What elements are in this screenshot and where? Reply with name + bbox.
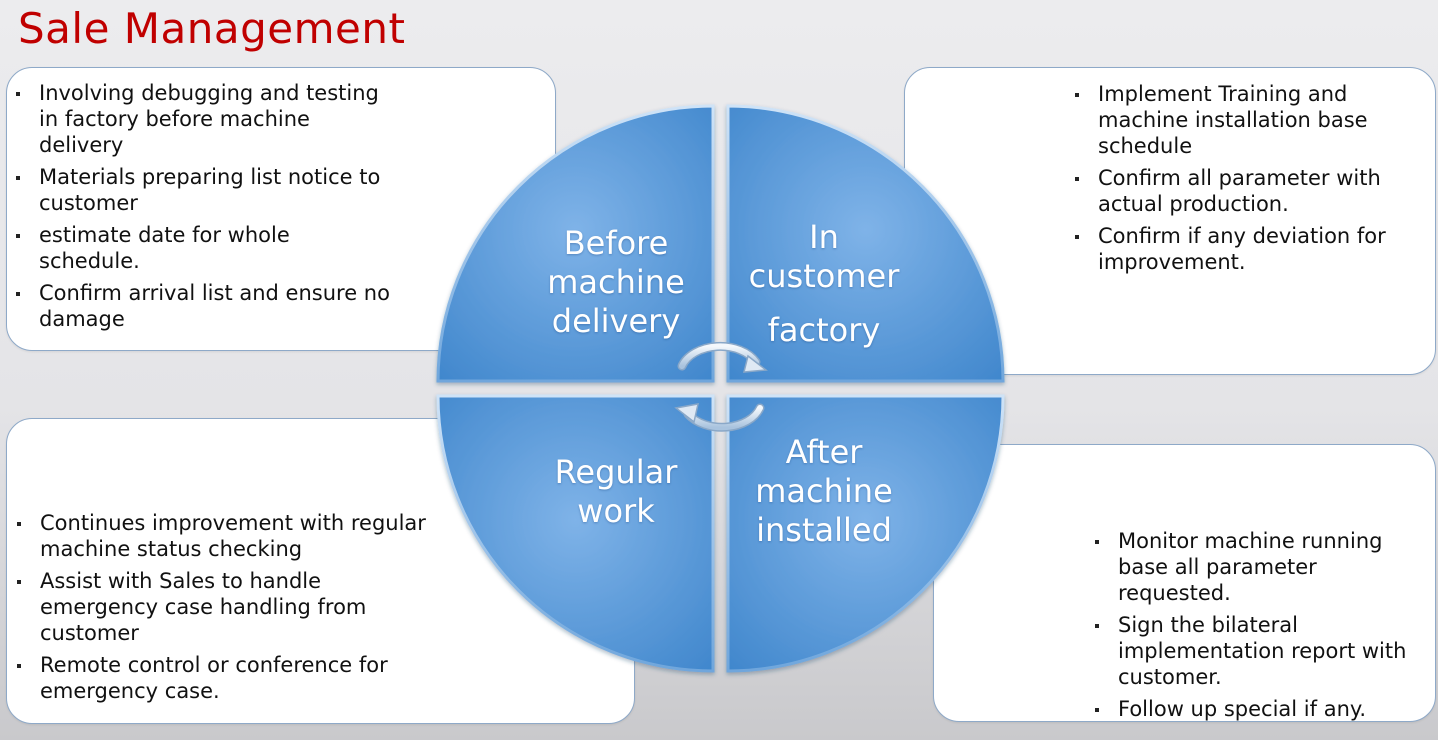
bullet-list-regular-work: Continues improvement with regular machi…: [16, 510, 436, 710]
bullet-list-before-delivery: Involving debugging and testing in facto…: [15, 80, 395, 338]
list-item: Involving debugging and testing in facto…: [15, 80, 395, 158]
list-item: Confirm arrival list and ensure no damag…: [15, 280, 395, 332]
quadrant-in-factory: [726, 104, 1005, 383]
list-item: Sign the bilateral implementation report…: [1094, 612, 1429, 690]
list-item: Confirm if any deviation for improvement…: [1074, 223, 1419, 275]
list-item: estimate date for whole schedule.: [15, 222, 395, 274]
bullet-list-after-installed: Monitor machine running base all paramet…: [1094, 528, 1429, 728]
quadrant-after-installed: [726, 394, 1005, 673]
quadrant-label-in-customer: In customer: [748, 218, 900, 295]
quadrant-label-factory: factory: [767, 311, 881, 349]
bullet-list-in-factory: Implement Training and machine installat…: [1074, 81, 1419, 281]
quadrant-label-after-installed: After machine installed: [755, 433, 893, 549]
list-item: Implement Training and machine installat…: [1074, 81, 1419, 159]
quadrant-before-delivery: [436, 104, 715, 383]
quadrant-label-regular-work: Regular work: [554, 453, 678, 530]
list-item: Remote control or conference for emergen…: [16, 652, 436, 704]
list-item: Confirm all parameter with actual produc…: [1074, 165, 1419, 217]
list-item: Continues improvement with regular machi…: [16, 510, 436, 562]
page-title: Sale Management: [18, 4, 406, 53]
list-item: Assist with Sales to handle emergency ca…: [16, 568, 436, 646]
quadrant-label-before-delivery: Before machine delivery: [547, 224, 685, 340]
list-item: Follow up special if any.: [1094, 696, 1429, 722]
text-box-after-installed: [933, 444, 1436, 722]
cycle-arrows-icon: [674, 341, 768, 432]
quadrant-regular-work: [436, 394, 715, 673]
list-item: Materials preparing list notice to custo…: [15, 164, 395, 216]
list-item: Monitor machine running base all paramet…: [1094, 528, 1429, 606]
